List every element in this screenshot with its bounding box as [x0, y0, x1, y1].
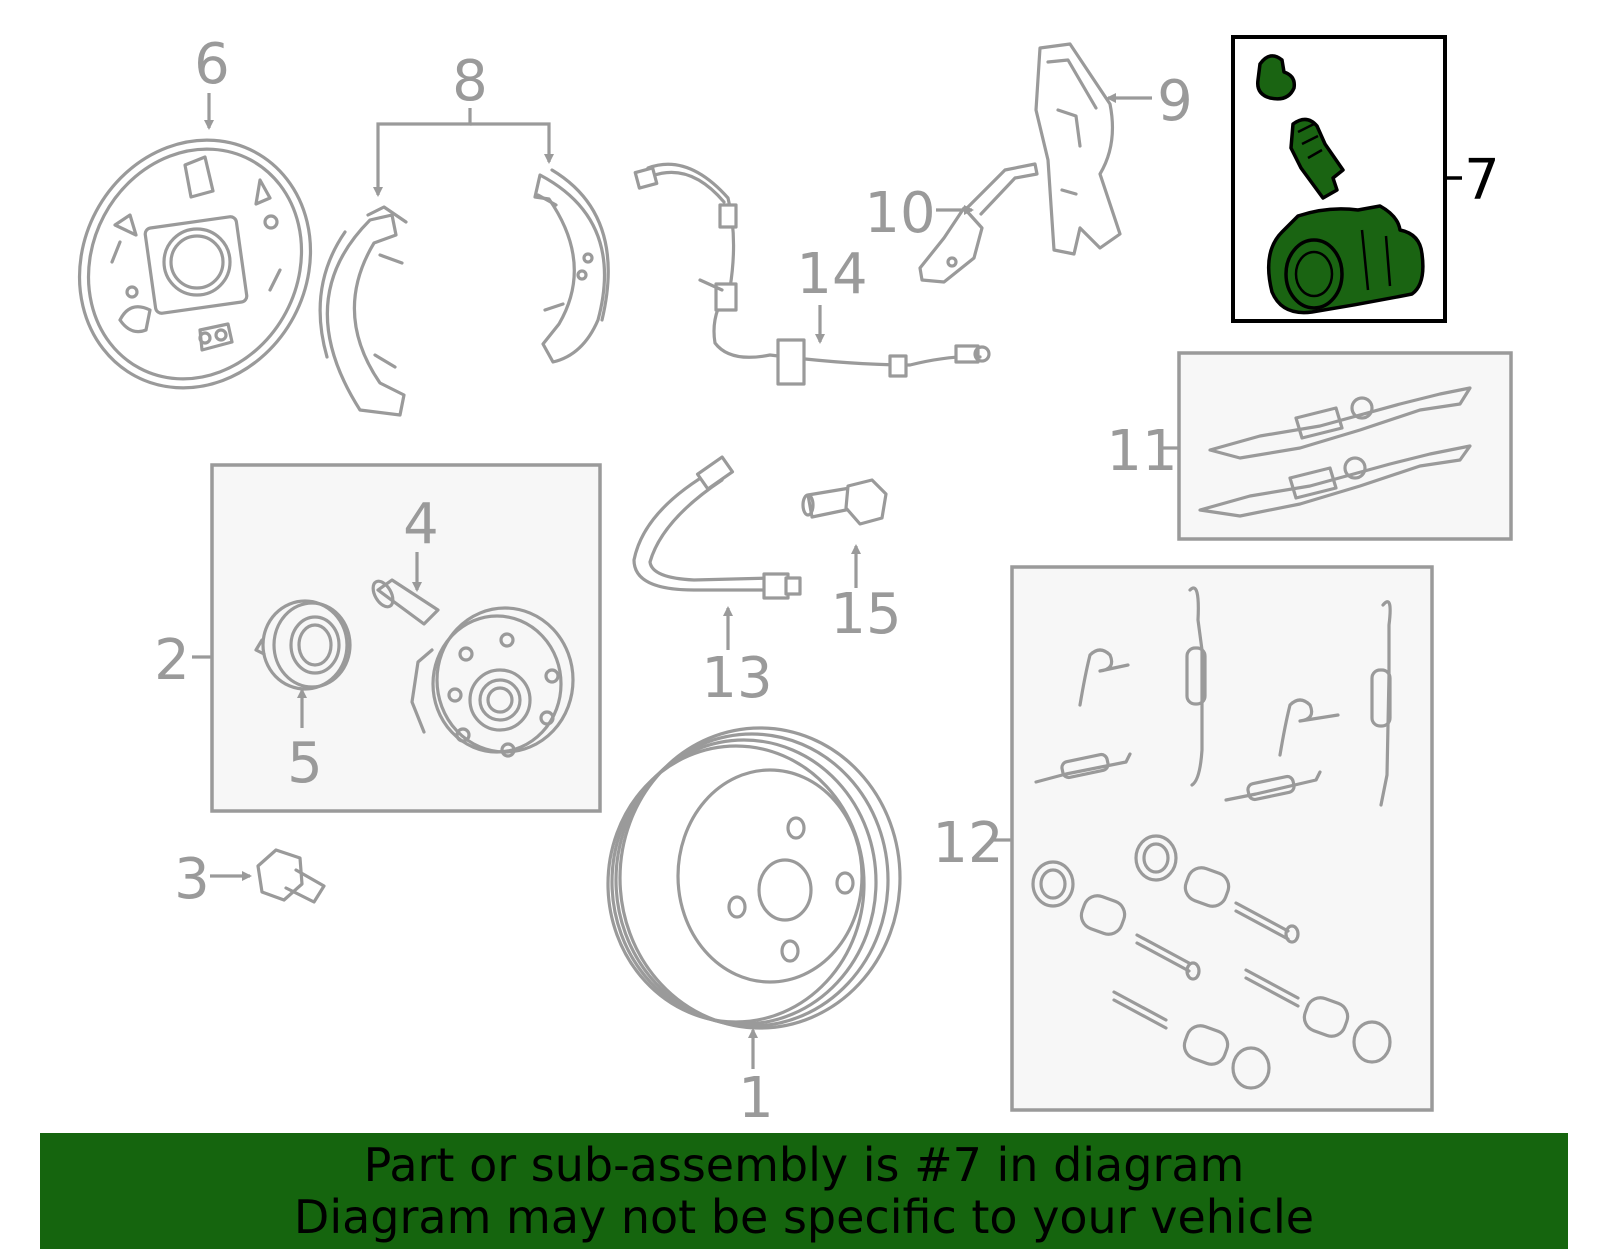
part-11-box — [1177, 351, 1513, 541]
part-2-hub — [410, 606, 575, 758]
callout-10: 10 — [864, 181, 935, 246]
part-15-bolt — [801, 478, 888, 526]
part-14-abs-sensor-wire — [633, 162, 991, 386]
callout-2: 2 — [154, 628, 190, 693]
part-2-box — [210, 463, 602, 813]
part-12-box — [1010, 565, 1434, 1112]
callout-8: 8 — [452, 49, 488, 114]
part-6-backing-plate — [77, 138, 313, 390]
callout-12: 12 — [932, 811, 1003, 876]
callout-14: 14 — [796, 242, 867, 307]
callout-7: 7 — [1464, 148, 1500, 213]
callout-6: 6 — [194, 32, 230, 97]
part-11-adjusters — [1198, 386, 1472, 518]
part-1-brake-drum — [606, 726, 902, 1030]
part-9-bracket — [1034, 42, 1122, 256]
callout-11: 11 — [1106, 419, 1177, 484]
callout-13: 13 — [701, 646, 772, 711]
part-7-wheel-cylinder — [1256, 54, 1425, 315]
callout-5: 5 — [287, 731, 323, 796]
part-4-hub-bolt — [371, 578, 440, 626]
callout-4: 4 — [403, 492, 439, 557]
part-12-hardware-kit — [1031, 586, 1392, 1090]
info-banner: Part or sub-assembly is #7 in diagram Di… — [40, 1133, 1568, 1249]
callout-15: 15 — [830, 582, 901, 647]
callout-9: 9 — [1157, 69, 1193, 134]
callout-3: 3 — [174, 847, 210, 912]
banner-line-2: Diagram may not be specific to your vehi… — [293, 1190, 1315, 1244]
part-8-brake-shoes — [318, 168, 610, 417]
part-13-brake-hose — [632, 455, 802, 600]
part-10-small-bracket — [918, 162, 1039, 284]
banner-line-1: Part or sub-assembly is #7 in diagram — [363, 1138, 1245, 1192]
callout-1: 1 — [738, 1066, 774, 1131]
part-3-bolt — [256, 848, 326, 904]
